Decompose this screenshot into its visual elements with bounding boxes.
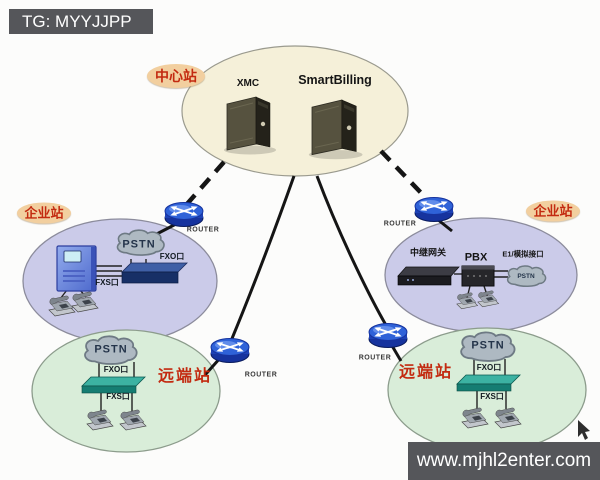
server-tower-xmc <box>223 96 277 155</box>
cabinet-device <box>56 245 97 292</box>
wan-links <box>148 149 453 376</box>
fxo-port-label: FXO口 <box>103 365 129 374</box>
server-label-xmc: XMC <box>236 78 260 89</box>
fxs-port-label: FXS口 <box>106 392 130 401</box>
trunk-gateway-label: 中继网关 <box>409 247 447 258</box>
fxo-port-label: FXO口 <box>476 363 502 372</box>
tg-badge: TG: MYYJJPP <box>9 9 153 34</box>
link-center-to-bottomright-router <box>315 175 389 328</box>
router-icon-remote-right <box>369 324 407 348</box>
station-tag-center-label: 中心站 <box>155 68 197 84</box>
station-tag-remote-left: 远端站 <box>157 368 213 385</box>
station-tag-enterprise-right-label: 企业站 <box>533 203 573 219</box>
station-tag-remote-right: 远端站 <box>398 364 454 381</box>
pstn-label-remote-right: PSTN <box>471 339 505 352</box>
pstn-label-remote-left: PSTN <box>94 343 128 356</box>
e1-interface-label: E1/模拟接口 <box>502 249 544 259</box>
fxs-port-label: FXS口 <box>480 392 504 401</box>
router-icon-remote-left <box>211 339 249 363</box>
watermark-text: www.mjhl2enter.com <box>416 450 592 471</box>
server-label-smartbilling: SmartBilling <box>298 72 372 87</box>
dashed-link-center-to-right-router <box>379 149 428 200</box>
trunk-gateway-device <box>397 266 460 286</box>
server-tower-smartbilling <box>308 99 363 160</box>
station-tag-center: 中心站 <box>147 64 205 88</box>
tg-badge-text: TG: MYYJJPP <box>22 11 132 31</box>
pbx-label: PBX <box>464 251 488 264</box>
router-icon-enterprise-right <box>415 198 453 222</box>
station-tag-enterprise-left: 企业站 <box>17 202 71 224</box>
router-label: ROUTER <box>244 371 278 379</box>
center-station-ellipse <box>181 45 409 177</box>
router-label: ROUTER <box>358 354 392 362</box>
station-tag-enterprise-right: 企业站 <box>526 200 580 222</box>
router-icon-enterprise-left <box>165 203 203 227</box>
mouse-cursor-icon <box>578 420 590 440</box>
pstn-label-enterprise-left: PSTN <box>122 238 156 251</box>
gateway-device-enterprise-left <box>121 262 188 284</box>
fxo-port-label: FXO口 <box>159 252 185 261</box>
link-center-to-bottomleft-router <box>229 175 296 342</box>
pbx-device <box>461 265 495 287</box>
router-label: ROUTER <box>383 220 417 228</box>
watermark-bar: www.mjhl2enter.com <box>408 442 600 480</box>
gateway-device-remote-right <box>456 374 521 392</box>
fxs-port-label: FXS口 <box>95 278 119 287</box>
router-label: ROUTER <box>186 226 220 234</box>
station-tag-enterprise-left-label: 企业站 <box>24 205 64 221</box>
gateway-device-remote-left <box>81 376 146 394</box>
dashed-link-center-to-left-router <box>185 160 226 206</box>
pstn-label-enterprise-right: PSTN <box>517 272 535 280</box>
